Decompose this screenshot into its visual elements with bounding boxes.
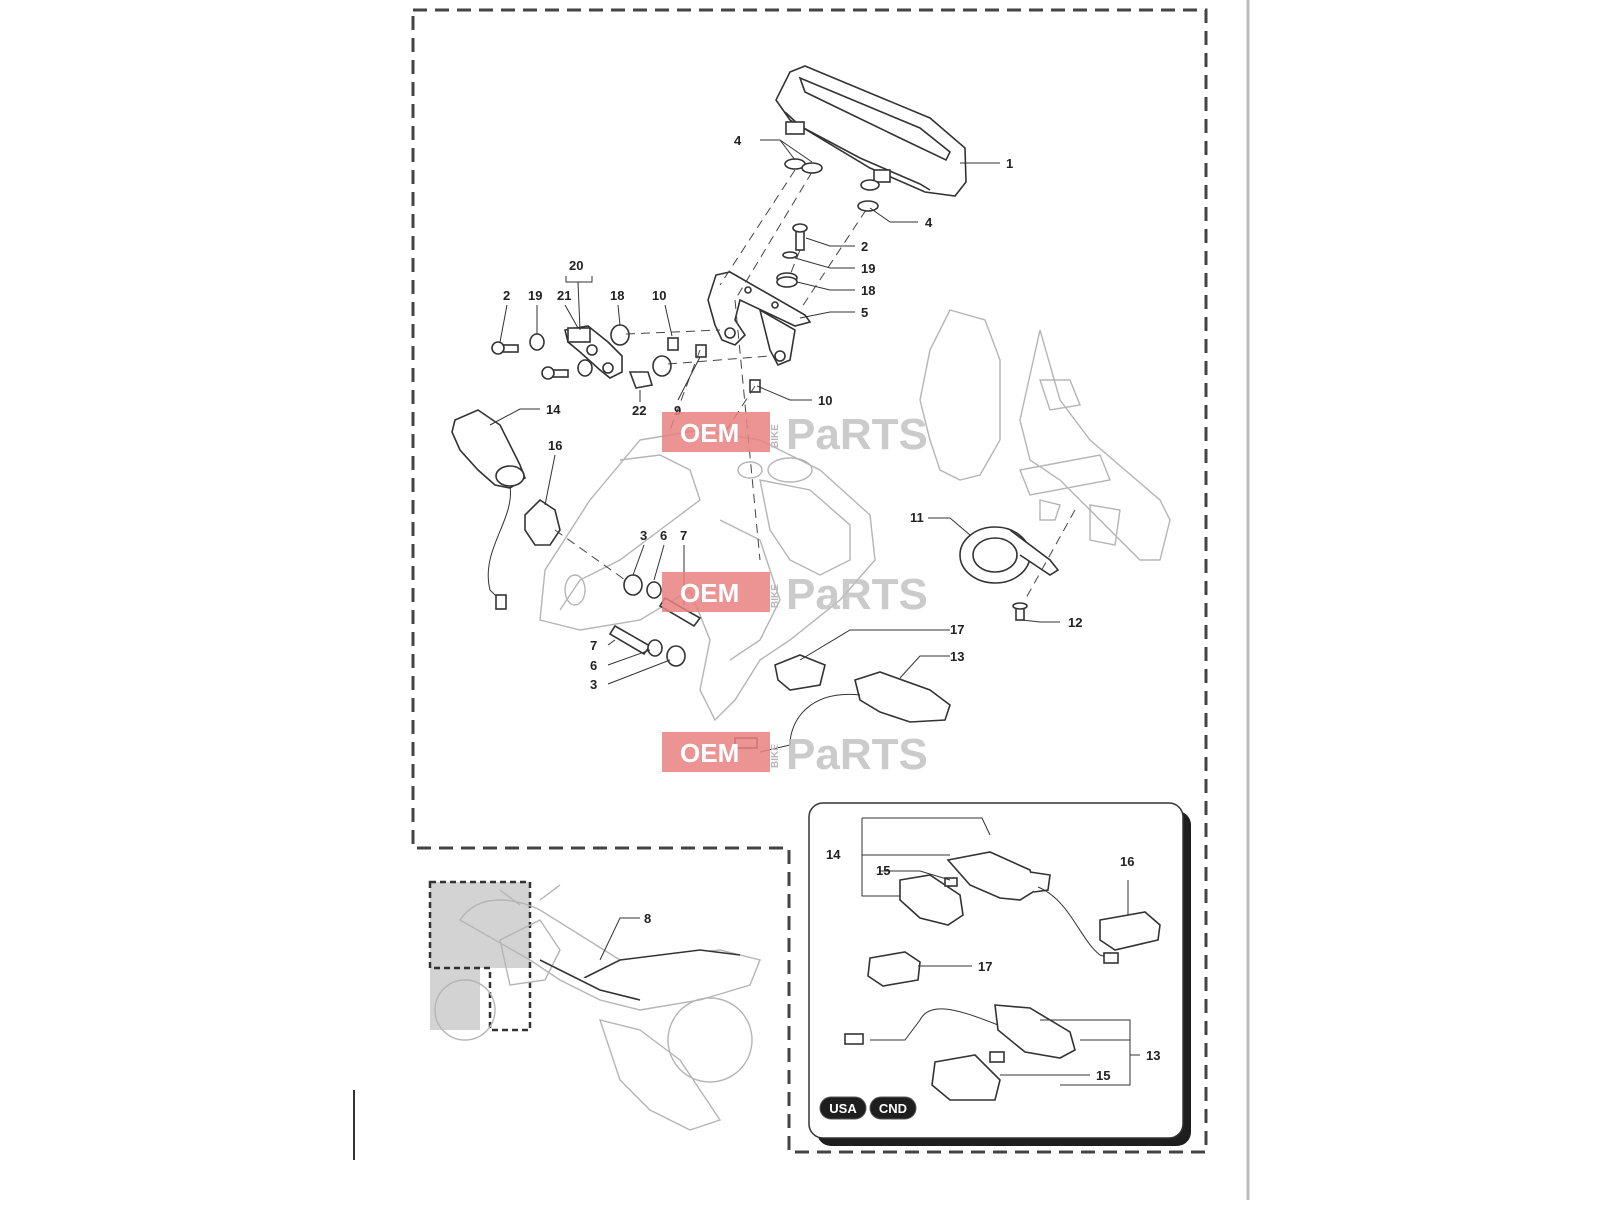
svg-text:USA: USA xyxy=(829,1101,857,1116)
leader-lines xyxy=(489,139,1060,685)
callout-3-bottom: 3 xyxy=(590,677,597,692)
svg-text:PaRTS: PaRTS xyxy=(786,570,928,619)
motorcycle-locator: 8 xyxy=(428,880,761,1131)
badge-usa: USA xyxy=(819,1096,867,1120)
detail-panel: 14 15 16 17 13 15 USA CND xyxy=(808,802,1191,1146)
svg-text:OEM: OEM xyxy=(680,418,739,448)
svg-text:OEM: OEM xyxy=(680,738,739,768)
callout-16: 16 xyxy=(548,438,562,453)
callout-17: 17 xyxy=(950,622,964,637)
detail-callout-16: 16 xyxy=(1120,854,1134,869)
side-bracket xyxy=(491,324,761,393)
frame-section xyxy=(919,309,1171,561)
callout-labels: 4 1 4 2 19 18 5 20 2 19 21 18 10 22 9 10… xyxy=(503,133,1082,692)
callout-21: 21 xyxy=(557,288,571,303)
svg-text:CND: CND xyxy=(879,1101,907,1116)
fairing xyxy=(539,429,876,722)
svg-text:PaRTS: PaRTS xyxy=(786,410,928,459)
callout-22: 22 xyxy=(632,403,646,418)
callout-13: 13 xyxy=(950,649,964,664)
callout-2-left: 2 xyxy=(503,288,510,303)
callout-6-top: 6 xyxy=(660,528,667,543)
callout-5: 5 xyxy=(861,305,868,320)
callout-8: 8 xyxy=(644,911,651,926)
svg-text:BIKE: BIKE xyxy=(770,424,781,448)
watermark: OEM BIKE PaRTS OEM BIKE PaRTS OEM BIKE P… xyxy=(662,410,928,779)
callout-7-bottom: 7 xyxy=(590,638,597,653)
callout-9: 9 xyxy=(674,403,681,418)
svg-text:BIKE: BIKE xyxy=(770,584,781,608)
callout-1: 1 xyxy=(1006,156,1013,171)
callout-2-right: 2 xyxy=(861,239,868,254)
detail-callout-13: 13 xyxy=(1146,1048,1160,1063)
instrument-cluster xyxy=(775,65,967,212)
callout-10-left: 10 xyxy=(652,288,666,303)
callout-7-top: 7 xyxy=(680,528,687,543)
callout-18-left: 18 xyxy=(610,288,624,303)
watermark-2: OEM BIKE PaRTS xyxy=(662,570,928,619)
indicator-front-left xyxy=(451,409,561,610)
watermark-3: OEM BIKE PaRTS xyxy=(662,730,928,779)
callout-6-bottom: 6 xyxy=(590,658,597,673)
detail-callout-15-top: 15 xyxy=(876,863,890,878)
callout-3-top: 3 xyxy=(640,528,647,543)
detail-callout-17: 17 xyxy=(978,959,992,974)
callout-12: 12 xyxy=(1068,615,1082,630)
svg-text:BIKE: BIKE xyxy=(770,744,781,768)
horn xyxy=(959,526,1060,621)
callout-4-top: 4 xyxy=(734,133,742,148)
svg-text:PaRTS: PaRTS xyxy=(786,730,928,779)
detail-callout-14: 14 xyxy=(826,847,841,862)
callout-20: 20 xyxy=(569,258,583,273)
badge-cnd: CND xyxy=(869,1096,917,1120)
detail-callout-15-bottom: 15 xyxy=(1096,1068,1110,1083)
callout-14: 14 xyxy=(546,402,561,417)
svg-text:OEM: OEM xyxy=(680,578,739,608)
main-frame xyxy=(411,8,1208,1154)
bracket xyxy=(707,223,812,367)
callout-4-right: 4 xyxy=(925,215,933,230)
callout-10-right: 10 xyxy=(818,393,832,408)
callout-18-right: 18 xyxy=(861,283,875,298)
watermark-1: OEM BIKE PaRTS xyxy=(662,410,928,459)
callout-19-right: 19 xyxy=(861,261,875,276)
callout-11: 11 xyxy=(910,510,924,525)
callout-19-left: 19 xyxy=(528,288,542,303)
